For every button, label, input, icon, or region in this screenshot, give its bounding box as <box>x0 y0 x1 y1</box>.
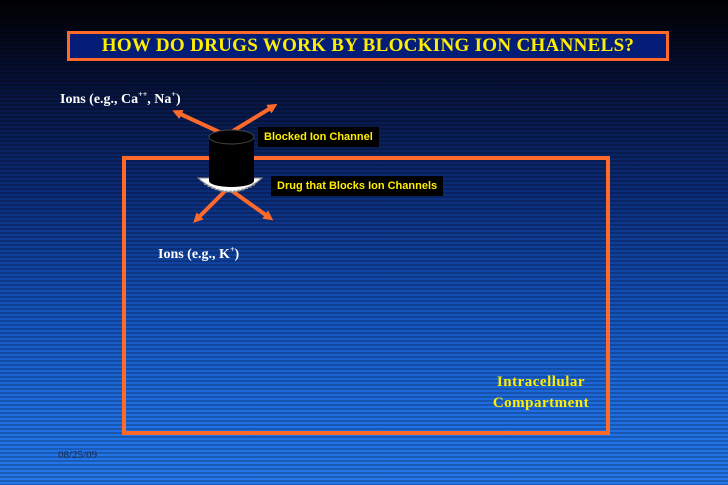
slide-date: 08/25/09 <box>58 449 98 461</box>
arrow-ions-down-left <box>193 186 230 223</box>
arrow-ions-down-right <box>226 186 274 221</box>
intracellular-compartment-label: Intracellular Compartment <box>485 372 597 414</box>
slide-title: HOW DO DRUGS WORK BY BLOCKING ION CHANNE… <box>67 31 669 61</box>
compartment-label-line2: Compartment <box>492 395 590 411</box>
ion-channel-bottom <box>209 175 254 187</box>
blocked-ion-channel-label: Blocked Ion Channel <box>258 127 379 147</box>
compartment-label-line1: Intracellular <box>496 374 586 390</box>
arrow-ions-out-right <box>226 103 278 136</box>
ions-bottom-label: Ions (e.g., K+) <box>158 245 240 262</box>
drug-label: Drug that Blocks Ion Channels <box>271 176 444 196</box>
intracellular-compartment-border <box>122 156 610 435</box>
ion-channel-top <box>208 129 255 145</box>
ions-top-label: Ions (e.g., Ca++, Na+) <box>60 90 181 107</box>
